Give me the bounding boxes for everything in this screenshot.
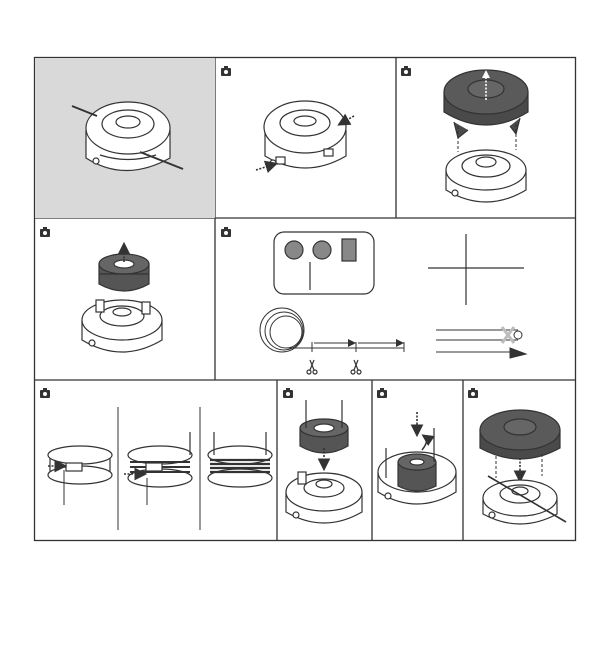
camera-icon — [401, 66, 411, 76]
scissors-icon — [307, 360, 317, 374]
panel-assembled-head — [35, 58, 215, 218]
spool-illustration — [48, 446, 112, 484]
cover-illustration — [480, 410, 560, 459]
trimmer-head-illustration — [264, 101, 346, 168]
panel-press-tabs — [221, 66, 354, 170]
camera-icon — [283, 388, 293, 398]
panel-insert-spool — [283, 388, 362, 523]
spool-housing-illustration — [378, 428, 456, 504]
line-ends — [436, 330, 526, 358]
line-coil — [260, 308, 404, 352]
camera-icon — [221, 227, 231, 237]
spool-housing-illustration — [446, 150, 526, 202]
crosshair-mark — [428, 234, 524, 305]
spool-housing-illustration — [483, 480, 557, 524]
spool-illustration — [128, 432, 192, 487]
panel-line-selection — [221, 227, 526, 374]
scissors-icon — [351, 360, 361, 374]
camera-icon — [40, 388, 50, 398]
camera-icon — [377, 388, 387, 398]
spool-illustration — [300, 400, 348, 453]
spool-illustration — [99, 254, 149, 291]
spool-housing-illustration — [82, 300, 162, 352]
camera-icon — [40, 227, 50, 237]
measure-marks — [312, 342, 404, 352]
panel-press-spool — [377, 388, 456, 504]
panel-refit-cover — [468, 388, 566, 524]
spool-illustration — [208, 432, 272, 487]
camera-icon — [468, 388, 478, 398]
line-profile-box — [274, 232, 374, 294]
panel-remove-cover — [401, 66, 528, 202]
panel-remove-spool — [40, 227, 162, 352]
cover-illustration — [444, 70, 528, 138]
camera-icon — [221, 66, 231, 76]
spool-housing-illustration — [286, 472, 362, 523]
panel-wind-line — [40, 388, 272, 530]
trimmer-head-illustration — [86, 102, 170, 171]
cross-mark-icon — [502, 327, 514, 343]
